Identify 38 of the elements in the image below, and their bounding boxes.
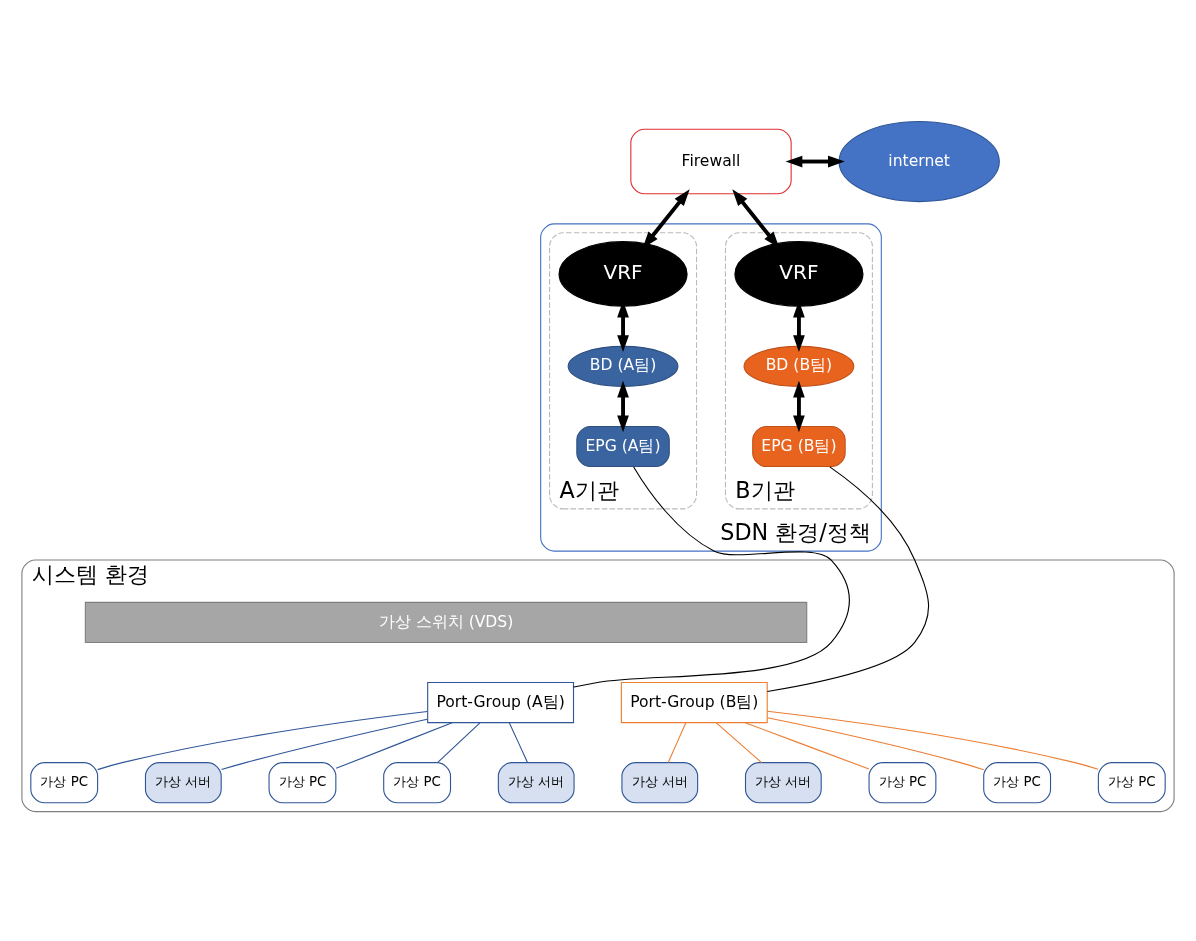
node-box: 가상 PC xyxy=(30,761,99,803)
arrow xyxy=(617,380,629,432)
arrow xyxy=(785,155,845,167)
node-box: Port-Group (B팀) xyxy=(620,681,768,723)
node-box: 가상 PC xyxy=(1097,761,1166,803)
connector xyxy=(715,721,763,763)
arrow xyxy=(732,188,780,248)
node-box: 가상 PC xyxy=(268,761,337,803)
node-box: 가상 스위치 (VDS) xyxy=(84,601,808,643)
connector xyxy=(766,465,930,692)
connector xyxy=(667,721,687,763)
connector xyxy=(508,721,529,763)
node-box: 가상 서버 xyxy=(497,761,575,803)
connector xyxy=(436,721,481,763)
node-box: Port-Group (A팀) xyxy=(427,681,575,723)
node-box: 가상 서버 xyxy=(744,761,822,803)
node-box: EPG (A팀) xyxy=(576,425,670,467)
connector xyxy=(766,710,1099,770)
node-box: 가상 서버 xyxy=(144,761,222,803)
connector xyxy=(573,465,850,688)
node-box: 가상 서버 xyxy=(621,761,699,803)
connector xyxy=(220,718,428,770)
node-ellipse: internet xyxy=(838,120,1000,202)
node-box: EPG (B팀) xyxy=(752,425,846,467)
node-ellipse: BD (A팀) xyxy=(567,345,679,387)
node-box: 가상 PC xyxy=(383,761,452,803)
connector xyxy=(744,721,870,770)
node-box: 가상 PC xyxy=(868,761,937,803)
connector xyxy=(97,710,428,770)
connector xyxy=(335,721,453,769)
node-ellipse: BD (B팀) xyxy=(743,345,855,387)
node-ellipse: VRF xyxy=(558,240,688,307)
arrow xyxy=(642,188,690,248)
arrow xyxy=(793,380,805,432)
node-box: 가상 PC xyxy=(983,761,1052,803)
connector xyxy=(766,716,985,770)
node-ellipse: VRF xyxy=(734,240,864,307)
node-box: Firewall xyxy=(630,128,792,194)
